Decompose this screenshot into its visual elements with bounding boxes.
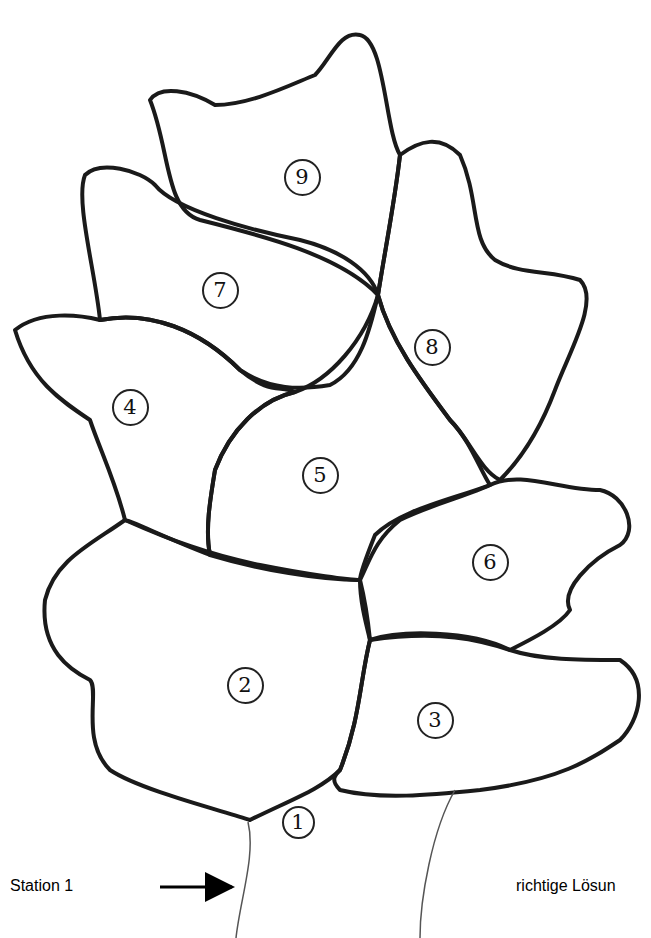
callout-number: 9 — [295, 167, 308, 188]
lobe-outline — [44, 520, 370, 820]
lobe-outline — [82, 168, 378, 388]
station-label: Station 1 — [10, 877, 73, 895]
callout-number: 3 — [428, 710, 441, 731]
lobe-outline — [378, 142, 587, 480]
callout-number: 5 — [313, 465, 326, 486]
callout-circle: 8 — [414, 329, 451, 366]
callout-circle: 5 — [302, 457, 339, 494]
lobe-outline — [208, 295, 490, 580]
callout-circle: 1 — [282, 806, 315, 839]
lobe-outline — [334, 633, 639, 795]
callout-number: 2 — [238, 675, 251, 696]
callout-circle: 2 — [227, 667, 264, 704]
note-label: richtige Lösun — [516, 877, 616, 895]
stem-line — [420, 790, 455, 938]
callout-circle: 3 — [417, 702, 454, 739]
callout-number: 4 — [123, 397, 136, 418]
callout-circle: 9 — [284, 159, 321, 196]
callout-circle: 7 — [202, 272, 239, 309]
callout-circle: 6 — [472, 544, 509, 581]
callout-number: 8 — [425, 337, 438, 358]
callout-number: 7 — [213, 280, 226, 301]
lobe-outline — [150, 34, 400, 295]
callout-number: 6 — [483, 552, 496, 573]
lobe-outline — [360, 479, 629, 650]
lobe-outline — [15, 316, 295, 555]
callout-number: 1 — [291, 812, 304, 833]
pointer-arrow — [160, 886, 232, 889]
callout-circle: 4 — [112, 389, 149, 426]
stem-line — [236, 822, 250, 938]
